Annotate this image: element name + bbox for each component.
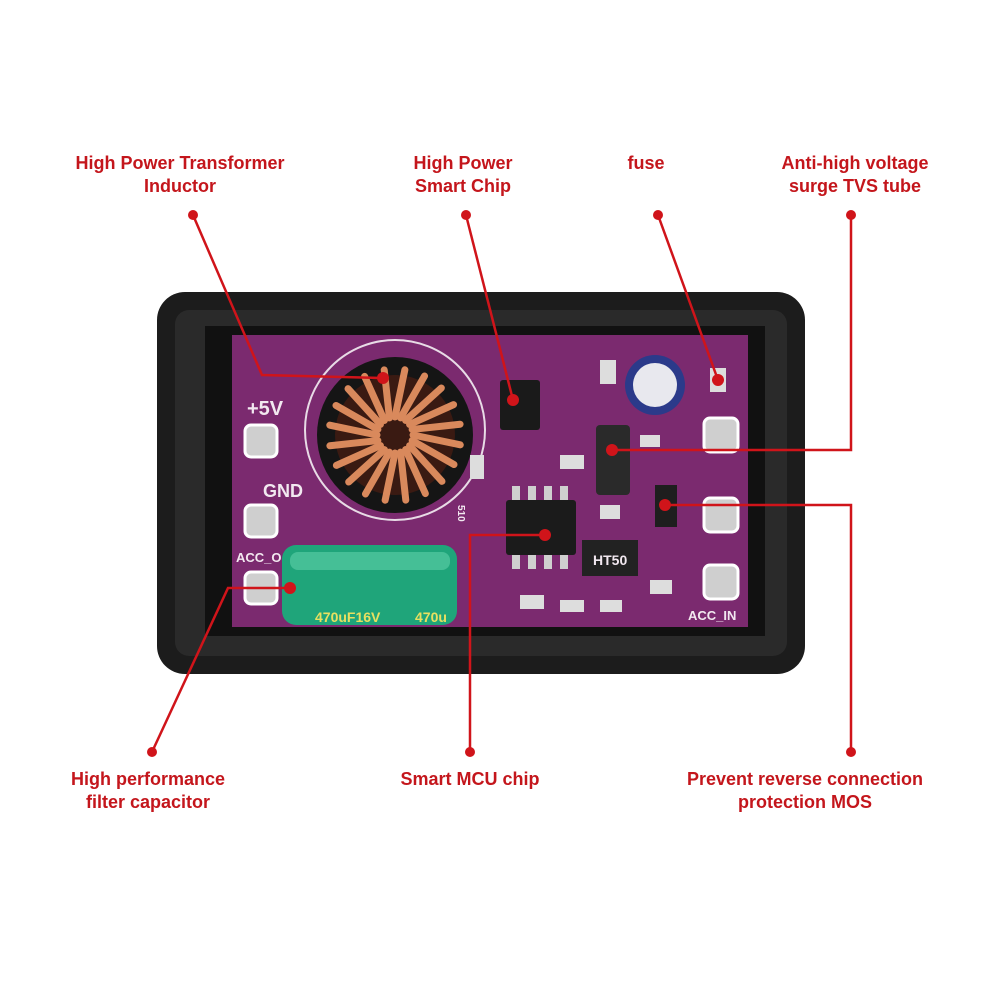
label-capacitor-line1: High performance: [70, 769, 226, 789]
pad-right-2: [702, 496, 740, 534]
coil-winding: [391, 366, 409, 421]
callout-line-smart-chip: [464, 214, 515, 401]
label-inductor: High Power Transformer Inductor: [75, 152, 284, 198]
label-inductor-line1: High Power Transformer: [75, 153, 285, 173]
callout-line-capacitor: [150, 586, 290, 753]
callout-line-tvs: [612, 215, 853, 452]
label-mcu: Smart MCU chip: [400, 768, 539, 791]
coil-winding: [406, 401, 458, 428]
coil-winding: [402, 446, 429, 498]
resistor-marking: 510: [455, 505, 466, 522]
callout-line-inductor: [191, 214, 384, 380]
coil-winding: [397, 448, 410, 504]
label-mos-line2: protection MOS: [737, 792, 872, 812]
capacitor-marking: 470uF16V: [315, 609, 381, 625]
coil-winding: [326, 437, 382, 450]
coil-winding: [344, 385, 384, 428]
coil-winding: [381, 449, 399, 504]
mcu-chip: [506, 500, 576, 555]
callout-line-mcu: [468, 533, 545, 752]
coil-winding: [408, 420, 464, 433]
inductor-coil: [326, 366, 464, 504]
coil-winding: [409, 431, 464, 449]
regulator-marking: HT50: [593, 552, 627, 568]
label-capacitor: High performance filter capacitor: [71, 768, 225, 814]
callout-line-mos: [665, 503, 853, 752]
coil-winding: [406, 442, 446, 485]
label-inductor-line2: Inductor: [144, 176, 216, 196]
coil-winding: [326, 421, 381, 439]
silk-gnd: GND: [263, 481, 303, 501]
silk-acc-out: ACC_O: [236, 550, 282, 565]
label-tvs-line2: surge TVS tube: [788, 176, 922, 196]
pad-gnd: [243, 503, 279, 539]
pad-right-1: [702, 416, 740, 454]
label-tvs: Anti-high voltage surge TVS tube: [782, 152, 929, 198]
label-tvs-line1: Anti-high voltage: [781, 153, 929, 173]
coil-winding: [408, 437, 458, 469]
label-mcu-line1: Smart MCU chip: [400, 769, 540, 789]
pad-right-3: [702, 563, 740, 601]
coil-winding: [397, 372, 429, 422]
tvs-tube: [596, 425, 630, 495]
coil-winding: [345, 446, 388, 486]
label-mos: Prevent reverse connection protection MO…: [687, 768, 923, 814]
label-smart-chip-line2: Smart Chip: [414, 176, 512, 196]
coil-winding: [361, 448, 393, 498]
silk-5v: +5V: [247, 398, 284, 420]
label-fuse-line1: fuse: [627, 153, 665, 173]
smart-chip: [500, 380, 540, 430]
label-smart-chip: High Power Smart Chip: [413, 152, 512, 198]
label-fuse: fuse: [627, 152, 664, 175]
coil-winding: [361, 372, 388, 424]
label-capacitor-line2: filter capacitor: [85, 792, 211, 812]
regulator: [582, 540, 638, 576]
coil-winding: [402, 384, 445, 424]
pad-5v: [243, 423, 279, 459]
callout-line-fuse: [656, 214, 720, 381]
label-smart-chip-line1: High Power: [413, 153, 513, 173]
label-mos-line1: Prevent reverse connection: [686, 769, 924, 789]
silk-acc-in: ACC_IN: [688, 608, 736, 623]
capacitor-marking-2: 470u: [415, 609, 447, 625]
coil-winding: [332, 442, 384, 469]
coil-winding: [332, 401, 382, 433]
